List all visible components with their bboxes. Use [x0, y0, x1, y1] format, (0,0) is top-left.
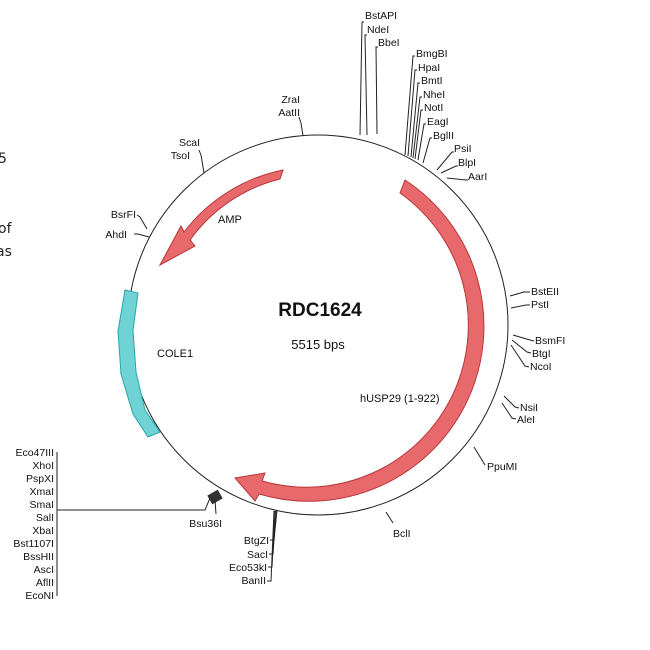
cole1-feature	[117, 289, 161, 438]
site-label: HpaI	[418, 62, 440, 74]
site-label: AscI	[34, 564, 54, 576]
site-label: PsiI	[454, 143, 472, 155]
insert-label: hUSP29 (1-922)	[360, 393, 440, 405]
edge-fragment-1: 5	[0, 151, 7, 167]
site-label: BlpI	[458, 157, 476, 169]
site-label: TsoI	[171, 150, 190, 162]
sites-top-left: ZraI AatII	[278, 94, 300, 119]
sites-left: BsrFI AhdI	[105, 209, 136, 241]
site-label: Eco53kI	[229, 562, 267, 574]
sites-right-upper: PsiI BlpI AarI	[454, 143, 487, 183]
cole1-label: COLE1	[157, 348, 193, 360]
plasmid-size: 5515 bps	[291, 337, 345, 352]
plasmid-name: RDC1624	[278, 300, 362, 321]
sites-right-b: BsmFI BtgI NcoI	[530, 335, 565, 373]
amp-label: AMP	[218, 214, 242, 226]
edge-fragment-2: of	[0, 221, 13, 237]
site-label: SmaI	[29, 499, 54, 511]
site-label: AarI	[468, 171, 487, 183]
site-label: PstI	[531, 299, 549, 311]
site-label: NdeI	[367, 24, 389, 36]
site-label: PspXI	[26, 473, 54, 485]
site-label: BssHII	[23, 551, 54, 563]
site-label: SalI	[36, 512, 54, 524]
edge-fragment-3: as	[0, 244, 12, 260]
site-label: NheI	[423, 89, 445, 101]
site-label: PpuMI	[487, 461, 517, 473]
site-label: BanII	[241, 575, 266, 587]
sites-top-right: BmgBI HpaI BmtI NheI NotI EagI BglII	[416, 48, 454, 142]
site-label: BclI	[393, 528, 411, 540]
sites-right-c: NsiI AleI	[517, 402, 538, 426]
sites-top: BstAPI NdeI BbeI	[365, 10, 400, 49]
sites-bottom: BtgZI SacI Eco53kI BanII	[229, 535, 269, 587]
site-label: BsrFI	[111, 209, 136, 221]
site-label: Eco47III	[15, 447, 54, 459]
site-label: BsmFI	[535, 335, 565, 347]
site-label: AatII	[278, 107, 300, 119]
site-label: EcoNI	[25, 590, 54, 602]
site-label: XmaI	[29, 486, 54, 498]
site-label: BmtI	[421, 75, 443, 87]
sites-mcs: Eco47III XhoI PspXI XmaI SmaI SalI XbaI …	[13, 447, 54, 602]
site-label: XbaI	[32, 525, 54, 537]
site-label: AflII	[36, 577, 54, 589]
site-label: ScaI	[179, 137, 200, 149]
sites-right-a: BstEII PstI	[531, 286, 559, 311]
site-label: ZraI	[281, 94, 300, 106]
site-label: BstEII	[531, 286, 559, 298]
site-label: NotI	[424, 102, 443, 114]
site-label: BmgBI	[416, 48, 448, 60]
site-label: XhoI	[32, 460, 54, 472]
site-label: AleI	[517, 414, 535, 426]
site-label: BtgI	[532, 348, 551, 360]
site-label: BstAPI	[365, 10, 397, 22]
site-label: Bsu36I	[189, 518, 222, 530]
site-label: NcoI	[530, 361, 552, 373]
site-label: Bst1107I	[13, 538, 54, 550]
insert-feature	[234, 179, 485, 502]
site-label: BbeI	[378, 37, 400, 49]
site-label: SacI	[247, 549, 268, 561]
sites-upper-left: ScaI TsoI	[171, 137, 200, 162]
amp-feature	[158, 169, 284, 267]
site-label: AhdI	[105, 229, 127, 241]
site-label: EagI	[427, 116, 449, 128]
mcs-marker	[207, 489, 223, 505]
plasmid-backbone	[127, 134, 509, 516]
site-leaders	[56, 21, 535, 596]
site-label: BtgZI	[244, 535, 269, 547]
site-label: BglII	[433, 130, 454, 142]
site-label: NsiI	[520, 402, 538, 414]
